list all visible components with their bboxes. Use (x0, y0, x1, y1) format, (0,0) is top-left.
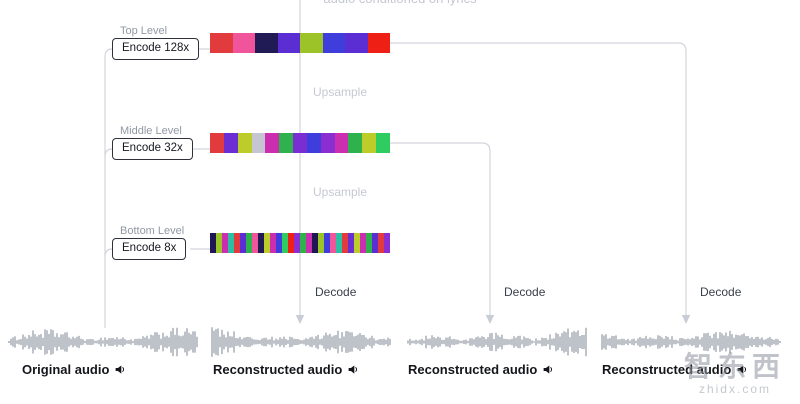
token-segment (264, 233, 270, 253)
waveform-image (601, 330, 781, 354)
encode-box-middle: Encode 32x (112, 138, 193, 160)
arrowhead-middle-decode (485, 315, 495, 324)
token-segment (354, 233, 360, 253)
encode-label-bottom: Encode 8x (122, 242, 177, 254)
encode-label-top: Encode 128x (122, 42, 190, 54)
token-segment (300, 33, 323, 53)
speaker-icon[interactable] (347, 363, 360, 376)
token-segment (234, 233, 240, 253)
encode-label-middle: Encode 32x (122, 142, 183, 154)
decode-label-3: Decode (700, 285, 742, 299)
flow-line-top-decode (390, 42, 687, 316)
flow-branch-middle-encode (104, 148, 113, 158)
flow-line-original-to-top-encode (104, 48, 113, 328)
arrowhead-top-decode (681, 315, 691, 324)
audio-label-text: Reconstructed audio (408, 362, 538, 377)
token-segment (294, 233, 300, 253)
token-segment (277, 33, 300, 53)
token-segment (318, 233, 324, 253)
waveform-reconstructed-2 (407, 325, 588, 364)
waveform-reconstructed-1 (211, 325, 392, 364)
token-segment (348, 233, 354, 253)
token-segment (322, 33, 345, 53)
token-segment (336, 233, 342, 253)
token-segment (288, 233, 294, 253)
token-segment (324, 233, 330, 253)
level-name-middle: Middle Level (120, 125, 182, 137)
level-name-top: Top Level (120, 25, 168, 37)
audio-label-reconstructed-1: Reconstructed audio (213, 362, 360, 377)
token-segment (300, 233, 306, 253)
token-segment (223, 133, 238, 153)
waveform-reconstructed-3 (601, 325, 782, 364)
token-segment (367, 33, 390, 53)
waveform-image (211, 327, 391, 357)
token-segment (240, 233, 246, 253)
token-segment (345, 33, 368, 53)
token-segment (366, 233, 372, 253)
token-strip-bottom (210, 233, 390, 253)
token-segment (232, 33, 255, 53)
token-segment (312, 233, 318, 253)
level-name-bottom: Bottom Level (120, 225, 185, 237)
upsample-label-2: Upsample (313, 185, 368, 199)
decode-label-1: Decode (315, 285, 357, 299)
token-segment (237, 133, 252, 153)
token-segment (279, 133, 294, 153)
token-segment (282, 233, 288, 253)
audio-label-reconstructed-3: Reconstructed audio (602, 362, 749, 377)
arrowhead-center-decode (295, 315, 305, 324)
token-segment (342, 233, 348, 253)
top-caption: audio conditioned on lyrics (0, 0, 800, 6)
token-segment (320, 133, 335, 153)
token-segment (222, 233, 228, 253)
upsample-label-1: Upsample (313, 85, 368, 99)
token-segment (251, 133, 266, 153)
decode-label-2: Decode (504, 285, 546, 299)
token-segment (210, 233, 216, 253)
token-segment (362, 133, 377, 153)
token-segment (255, 33, 278, 53)
token-segment (270, 233, 276, 253)
waveform-image (8, 327, 198, 357)
speaker-icon[interactable] (114, 363, 127, 376)
speaker-icon[interactable] (736, 363, 749, 376)
token-segment (258, 233, 264, 253)
audio-label-reconstructed-2: Reconstructed audio (408, 362, 555, 377)
token-segment (276, 233, 282, 253)
token-segment (378, 233, 384, 253)
flow-line-middle-decode (390, 142, 491, 316)
token-segment (210, 33, 233, 53)
token-strip-top (210, 33, 390, 53)
token-segment (228, 233, 234, 253)
audio-label-text: Reconstructed audio (213, 362, 343, 377)
encode-box-bottom: Encode 8x (112, 238, 187, 260)
token-segment (210, 133, 224, 153)
waveform-original (8, 325, 198, 364)
token-strip-middle (210, 133, 390, 153)
token-segment (216, 233, 222, 253)
token-segment (246, 233, 252, 253)
token-segment (306, 133, 321, 153)
token-segment (306, 233, 312, 253)
audio-label-text: Original audio (22, 362, 110, 377)
token-segment (360, 233, 366, 253)
waveform-image (407, 327, 587, 357)
token-segment (376, 133, 390, 153)
token-segment (384, 233, 390, 253)
flow-branch-bottom-encode (104, 248, 113, 258)
token-segment (252, 233, 258, 253)
token-segment (348, 133, 363, 153)
audio-label-original: Original audio (22, 362, 127, 377)
token-segment (334, 133, 349, 153)
encode-box-top: Encode 128x (112, 38, 200, 60)
audio-label-text: Reconstructed audio (602, 362, 732, 377)
speaker-icon[interactable] (542, 363, 555, 376)
token-segment (330, 233, 336, 253)
token-segment (372, 233, 378, 253)
token-segment (293, 133, 307, 153)
token-segment (265, 133, 280, 153)
